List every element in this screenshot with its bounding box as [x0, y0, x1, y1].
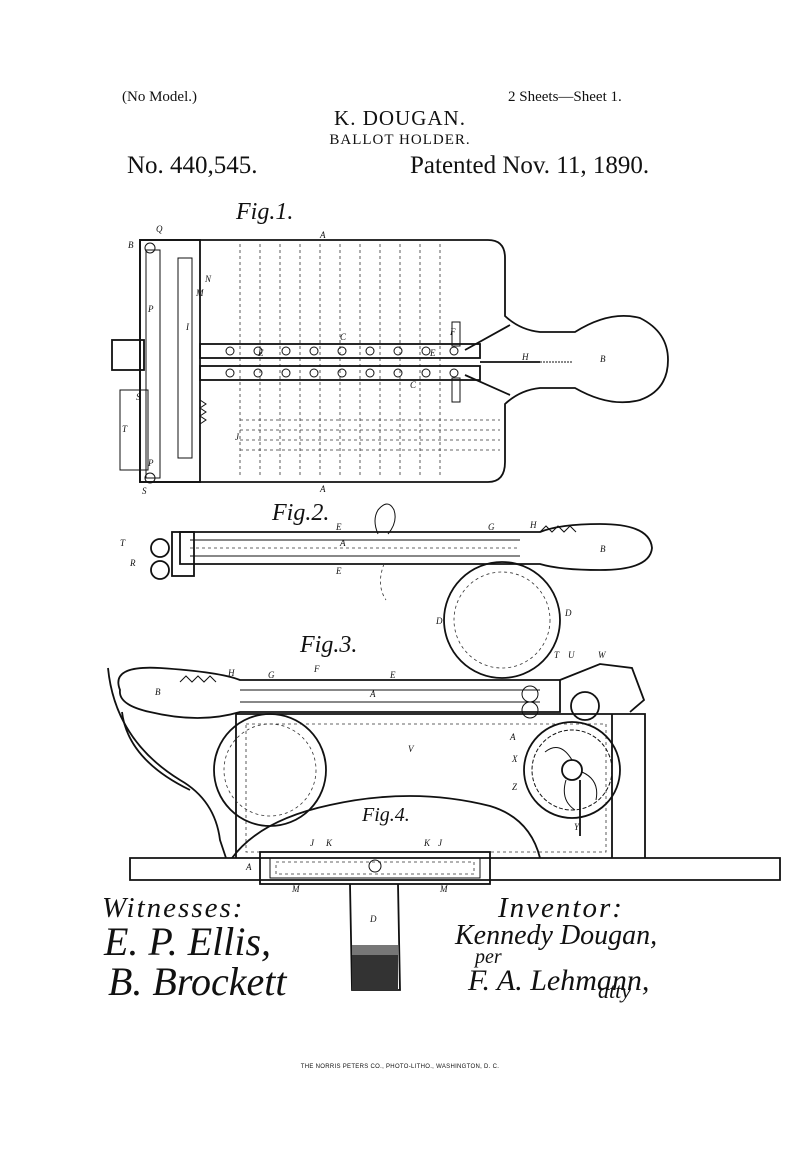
ref-letter: G	[268, 670, 275, 680]
ref-letter: J	[310, 838, 315, 848]
reference-letters: A A B B C C E E F H I J P P Q S S T N M …	[120, 224, 607, 924]
printer-credit: THE NORRIS PETERS CO., PHOTO-LITHO., WAS…	[300, 1064, 500, 1070]
ref-letter: E	[335, 566, 342, 576]
ref-letter: A	[319, 230, 326, 240]
ref-letter: K	[423, 838, 431, 848]
ref-letter: E	[429, 348, 436, 358]
ref-letter: E	[389, 670, 396, 680]
fig3-label: Fig.3.	[300, 632, 358, 658]
ref-letter: W	[598, 650, 607, 660]
ref-letter: F	[449, 327, 456, 337]
ref-letter: F	[313, 664, 320, 674]
ref-letter: M	[291, 884, 300, 894]
fig1-drawing	[111, 239, 669, 484]
ref-letter: H	[521, 352, 529, 362]
ref-letter: Q	[156, 224, 163, 234]
ref-letter: S	[136, 392, 141, 402]
ref-letter: M	[439, 884, 448, 894]
inventor-name: K. DOUGAN.	[334, 106, 466, 130]
sheet-count: 2 Sheets—Sheet 1.	[508, 89, 622, 105]
ref-letter: A	[245, 862, 252, 872]
ref-letter: D	[369, 914, 377, 924]
atty-label: atty	[598, 978, 631, 1003]
ref-letter: E	[257, 348, 264, 358]
patent-number: No. 440,545.	[127, 152, 258, 179]
ref-letter: V	[408, 744, 415, 754]
ref-letter: Z	[512, 782, 518, 792]
ref-letter: A	[319, 484, 326, 494]
inventor-signature: Kennedy Dougan,	[455, 920, 658, 951]
ref-letter: T	[122, 424, 128, 434]
inventor-label: Inventor:	[498, 892, 624, 924]
ref-letter: E	[335, 522, 342, 532]
witnesses-label: Witnesses:	[102, 892, 245, 924]
ref-letter: X	[511, 754, 518, 764]
ref-letter: B	[600, 354, 606, 364]
no-model-label: (No Model.)	[122, 89, 197, 105]
ref-letter: Y	[574, 822, 580, 832]
witness-signature: E. P. Ellis,	[104, 919, 272, 964]
fig1-label: Fig.1.	[236, 199, 294, 225]
witness-signature: B. Brockett	[108, 959, 287, 1004]
ref-letter: A	[509, 732, 516, 742]
ref-letter: B	[128, 240, 134, 250]
ref-letter: S	[142, 486, 147, 496]
ref-letter: G	[488, 522, 495, 532]
ref-letter: D	[564, 608, 572, 618]
patent-date: Patented Nov. 11, 1890.	[410, 152, 650, 179]
ref-letter: T	[554, 650, 560, 660]
ref-letter: R	[129, 558, 136, 568]
ref-letter: J	[235, 432, 240, 442]
ref-letter: K	[325, 838, 333, 848]
ref-letter: T	[120, 538, 126, 548]
ref-letter: C	[410, 380, 417, 390]
fig3-drawing	[107, 663, 781, 881]
paper-roll-drawing	[443, 561, 561, 679]
fig4-label: Fig.4.	[362, 804, 410, 826]
ref-letter: H	[529, 520, 537, 530]
per-label: per	[475, 946, 502, 968]
ref-letter: I	[185, 322, 190, 332]
ref-letter: N	[204, 274, 212, 284]
ref-letter: M	[195, 288, 204, 298]
ref-letter: B	[155, 687, 161, 697]
ref-letter: D	[435, 616, 443, 626]
fig4-drawing	[259, 851, 491, 991]
ref-letter: J	[438, 838, 443, 848]
ref-letter: H	[227, 668, 235, 678]
ref-letter: C	[340, 332, 347, 342]
ref-letter: A	[339, 538, 346, 548]
attorney-signature: F. A. Lehmann,	[468, 964, 650, 997]
ref-letter: P	[147, 458, 154, 468]
ref-letter: U	[568, 650, 575, 660]
ref-letter: A	[369, 689, 376, 699]
fig2-label: Fig.2.	[272, 500, 330, 526]
ref-letter: P	[147, 304, 154, 314]
patent-title: BALLOT HOLDER.	[329, 132, 471, 148]
ref-letter: B	[600, 544, 606, 554]
fig2-drawing	[150, 503, 653, 601]
